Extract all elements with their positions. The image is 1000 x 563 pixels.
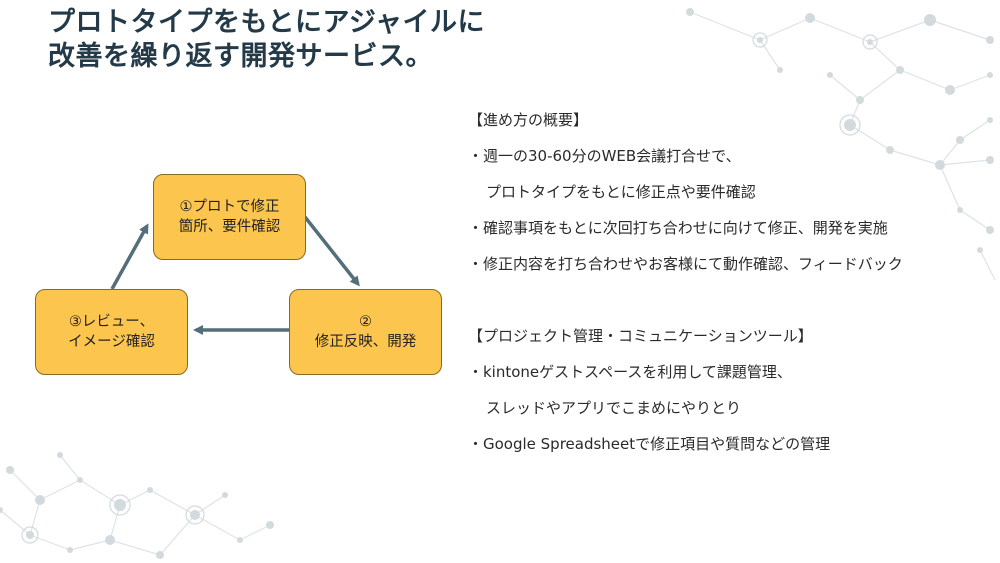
overview-item: ・週一の30-60分のWEB会議打合せで、: [468, 147, 741, 165]
cycle-step-1-line-2: 箇所、要件確認: [178, 219, 281, 235]
overview-item: ・確認事項をもとに次回打ち合わせに向けて修正、開発を実施: [468, 219, 888, 237]
slide-title: プロトタイプをもとにアジャイルに 改善を繰り返す開発サービス。: [48, 6, 485, 74]
cycle-step-1-line-1: ①プロトで修正: [179, 199, 280, 215]
slide-title-line-1: プロトタイプをもとにアジャイルに: [48, 7, 486, 38]
arrow-step3-to-step1: [110, 223, 149, 290]
overview-item: ・修正内容を打ち合わせやお客様にて動作確認、フィードバック: [468, 255, 903, 273]
cycle-step-3: ③レビュー、 イメージ確認: [35, 289, 188, 375]
cycle-step-1: ①プロトで修正 箇所、要件確認: [153, 174, 306, 260]
cycle-step-3-line-2: イメージ確認: [68, 334, 155, 350]
slide-title-line-2: 改善を繰り返す開発サービス。: [48, 41, 433, 72]
overview-heading: 【進め方の概要】: [468, 111, 589, 129]
tools-item: スレッドやアプリでこまめにやりとり: [486, 399, 742, 417]
overview-item: プロトタイプをもとに修正点や要件確認: [486, 183, 756, 201]
arrow-step1-to-step2: [303, 215, 360, 287]
description-block: 【進め方の概要】 ・週一の30-60分のWEB会議打合せで、 プロトタイプをもと…: [468, 102, 1000, 462]
tools-heading: 【プロジェクト管理・コミュニケーションツール】: [468, 327, 813, 345]
tools-item: ・kintoneゲストスペースを利用して課題管理、: [468, 363, 792, 381]
cycle-step-2-line-1: ②: [359, 314, 372, 330]
cycle-step-2: ② 修正反映、開発: [289, 289, 442, 375]
cycle-step-2-line-2: 修正反映、開発: [314, 334, 417, 350]
cycle-step-3-line-1: ③レビュー、: [68, 314, 155, 330]
tools-item: ・Google Spreadsheetで修正項目や質問などの管理: [468, 435, 831, 453]
